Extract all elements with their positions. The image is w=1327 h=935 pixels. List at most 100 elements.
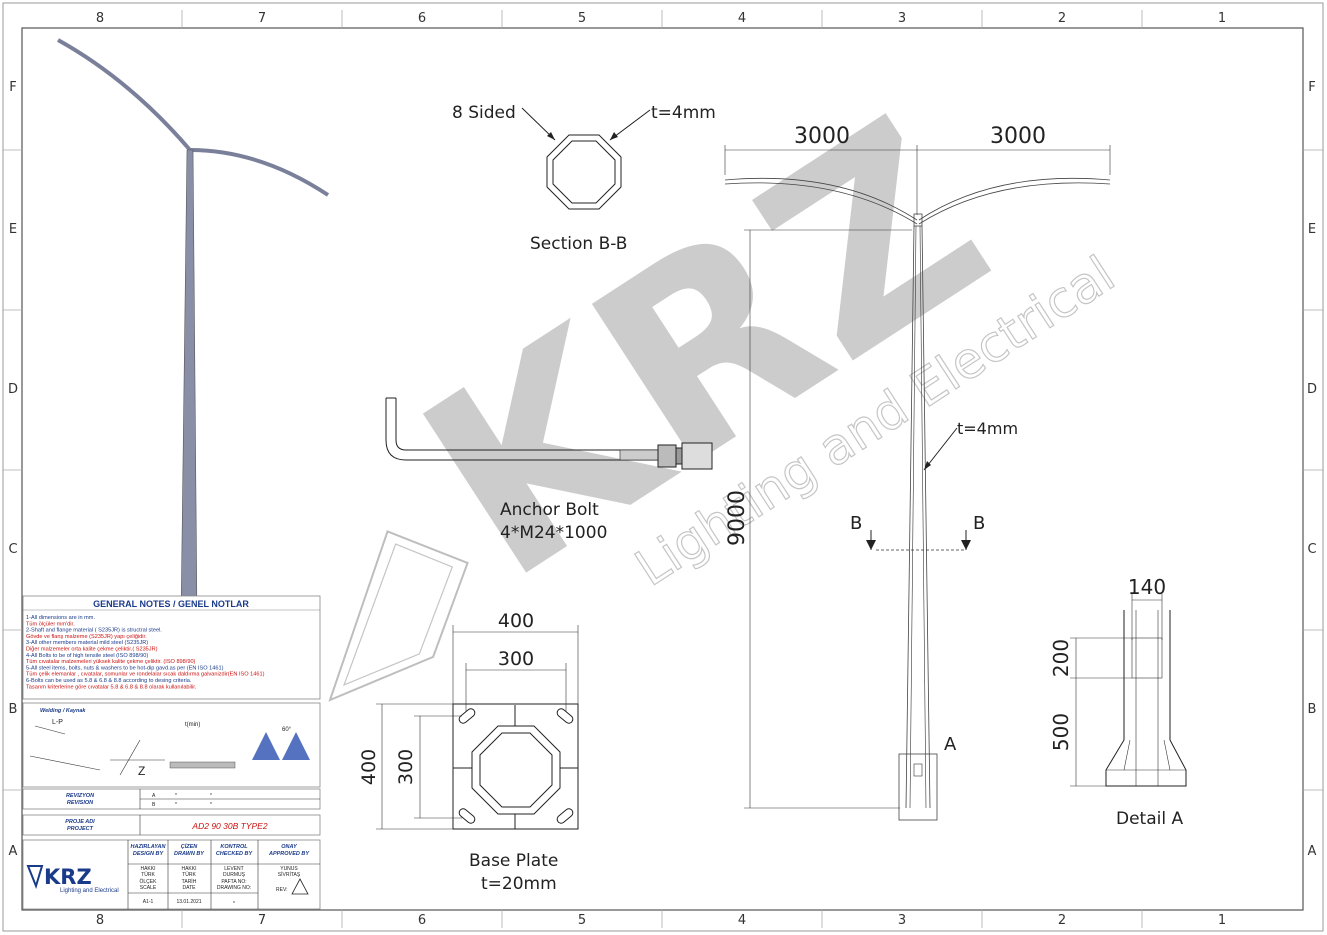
title-logo-sub: Lighting and Electrical [60, 888, 119, 894]
zone-right-E: E [1308, 222, 1316, 237]
detail-title: Detail A [1116, 809, 1183, 829]
checked-label-tr: KONTROL [220, 844, 248, 850]
prepared-name2: TÜRK [141, 871, 155, 878]
cut-label-left: B [850, 513, 862, 534]
note-line: Tüm ölçüler mm'dir. [26, 621, 75, 627]
zone-bottom-3: 3 [898, 913, 906, 928]
title-block: KRZ Lighting and Electrical HAZIRLAYAN D… [22, 839, 321, 910]
note-line: 5-All steel items, bolts, nuts & washers… [26, 665, 224, 671]
note-line: Gövde ve flanş malzeme (S235JR) yapı çel… [26, 634, 147, 640]
approved-name1: YUNUS [280, 866, 298, 872]
anchor-spec: 4*M24*1000 [500, 523, 607, 543]
drawn-name1: HAKKI [181, 866, 196, 872]
note-line: Tasarım kriterlerine göre cıvatalar 5.8 … [26, 684, 197, 690]
note-line: Tüm cıvatalar malzemeleri yüksek kalite … [26, 659, 196, 665]
drawn-label-tr: ÇİZEN [181, 843, 199, 850]
drawing-no: * [233, 901, 235, 907]
anchor-title: Anchor Bolt [500, 500, 599, 520]
checked-name2: DURMUŞ [223, 872, 246, 878]
revision-box: REVIZYON REVISION A * * B * * [22, 788, 321, 810]
date-label-tr: TARİH [182, 878, 197, 885]
note-line: Tüm çelik elemanlar , cıvatalar, somunla… [26, 672, 265, 678]
project-box: PROJE ADI PROJECT AD2 90 30B TYPE2 [22, 814, 321, 836]
base-dim-400-side: 400 [358, 749, 380, 785]
detail-dim-200: 200 [1049, 639, 1073, 677]
zone-top-6: 6 [418, 11, 426, 26]
section-sided-label: 8 Sided [452, 103, 516, 123]
revision-row-b-c2: * [210, 802, 212, 808]
pole-3d-view [57, 38, 330, 630]
zone-top-3: 3 [898, 11, 906, 26]
cut-label-right: B [973, 513, 985, 534]
note-line: 2-Shaft and flange material ( S235JR) is… [26, 628, 162, 634]
zone-top-5: 5 [578, 11, 586, 26]
zone-top-1: 1 [1218, 11, 1226, 26]
note-line: 1-All dimensions are in mm. [26, 615, 95, 621]
shaft-thickness-label: t=4mm [957, 419, 1018, 438]
revision-row-a-c1: * [175, 793, 177, 799]
zone-top-2: 2 [1058, 11, 1066, 26]
detail-dim-140: 140 [1128, 575, 1166, 599]
date-value: 13.01.2021 [176, 899, 201, 905]
welding-angle: 60° [282, 727, 292, 733]
prepared-label-tr: HAZIRLAYAN [131, 844, 167, 850]
zone-top-7: 7 [258, 11, 266, 26]
zone-bottom-2: 2 [1058, 913, 1066, 928]
checked-label-en: CHECKED BY [216, 851, 254, 857]
pole-elevation: 3000 3000 9000 t=4mm B B A [724, 124, 1111, 821]
zone-right-B: B [1308, 702, 1317, 717]
scale-label-en: SCALE [140, 885, 157, 891]
section-thickness-label: t=4mm [651, 103, 716, 123]
dim-arm-right: 3000 [990, 124, 1046, 149]
section-bb: 8 Sided t=4mm Section B-B [452, 103, 716, 254]
zone-right-A: A [1308, 844, 1317, 859]
rev-label: REV: [276, 887, 287, 893]
zone-bottom-8: 8 [96, 913, 104, 928]
zone-bottom-7: 7 [258, 913, 266, 928]
prepared-name1: HAKKI [140, 866, 155, 872]
zone-left-A: A [9, 844, 18, 859]
revision-row-a-id: A [152, 793, 156, 799]
base-dim-300-side: 300 [395, 749, 417, 785]
project-label-tr: PROJE ADI [65, 819, 95, 825]
rev-triangle-icon [291, 878, 309, 895]
drawing-label-tr: PAFTA NO: [221, 879, 246, 885]
note-line: Diğer malzemeler orta kalite çekme çelik… [26, 647, 158, 653]
title-logo: KRZ [44, 865, 92, 889]
krz-watermark: KRZ Lighting and Electrical [328, 63, 1125, 702]
revision-label-tr: REVIZYON [66, 793, 95, 799]
welding-sym-lp: L-P [52, 719, 63, 726]
welding-sym-z: Z [138, 764, 145, 778]
base-thickness: t=20mm [481, 874, 557, 894]
base-dim-400-top: 400 [498, 610, 534, 632]
general-notes: GENERAL NOTES / GENEL NOTLAR 1-All dimen… [22, 595, 321, 700]
zone-bottom-5: 5 [578, 913, 586, 928]
zone-left-F: F [9, 80, 16, 95]
dim-height: 9000 [725, 490, 750, 546]
zone-left-D: D [8, 382, 18, 397]
drawn-name2: TÜRK [182, 871, 196, 878]
note-line: 3-All other members material mild steel … [26, 640, 148, 646]
welding-sym-t: t(min) [185, 722, 200, 728]
approved-label-en: APPROVED BY [268, 851, 310, 857]
drawing-label-en: DRAWING NO: [217, 885, 251, 891]
zone-right-C: C [1307, 542, 1316, 557]
welding-box: Welding / Kaynak L-P Z t(min) 60° [22, 702, 321, 788]
zone-right-D: D [1307, 382, 1317, 397]
drawn-label-en: DRAWN BY [174, 851, 205, 857]
revision-row-b-id: B [152, 802, 156, 808]
zone-left-B: B [9, 702, 18, 717]
project-name: AD2 90 30B TYPE2 [191, 821, 267, 831]
anchor-bolt-view: Anchor Bolt 4*M24*1000 [385, 397, 713, 543]
section-title: Section B-B [530, 234, 627, 254]
checked-name1: LEVENT [224, 866, 243, 872]
zone-top-8: 8 [96, 11, 104, 26]
prepared-label-en: DESIGN BY [133, 851, 165, 857]
note-line: 4-All Bolts to be of high tensile steel … [26, 653, 148, 659]
note-line: 6-Bolts can be used as 5.8 & 6.8 & 8.8 a… [26, 678, 192, 684]
detail-a-view: 140 200 500 Detail A [1049, 575, 1187, 829]
revision-row-a-c2: * [210, 793, 212, 799]
date-label-en: DATE [183, 885, 197, 891]
